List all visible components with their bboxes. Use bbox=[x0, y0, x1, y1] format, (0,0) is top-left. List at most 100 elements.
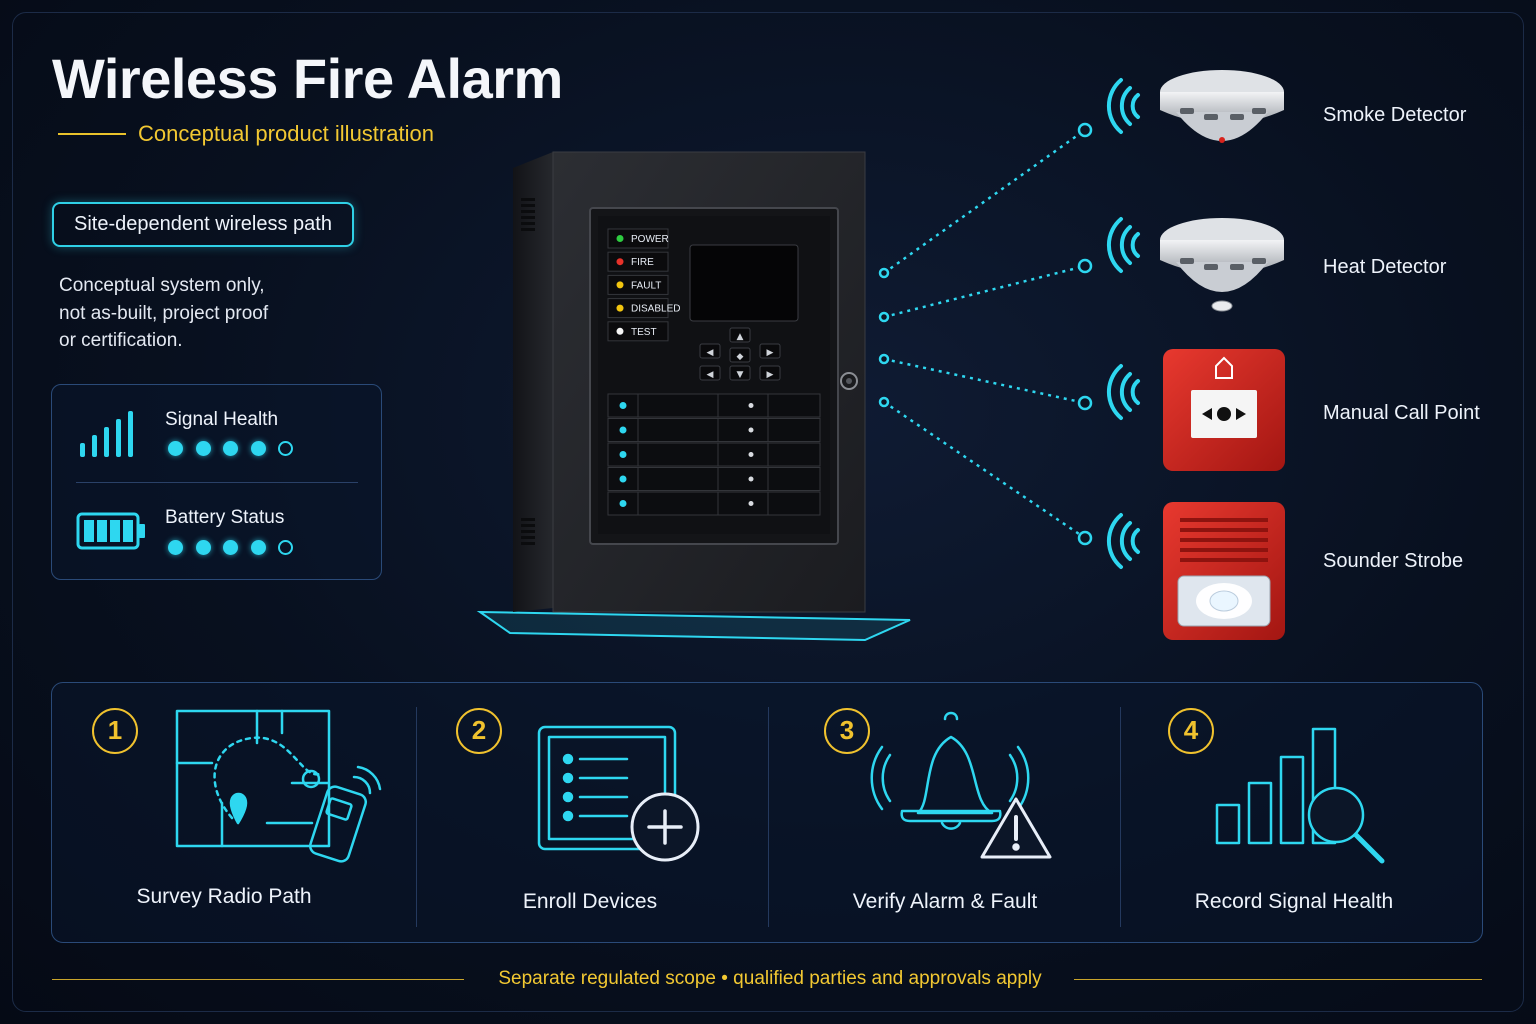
indicator-led bbox=[616, 304, 624, 312]
wireless-path-badge: Site-dependent wireless path bbox=[52, 202, 354, 247]
zone-led bbox=[619, 402, 627, 409]
step-number-1: 1 bbox=[92, 708, 138, 754]
footer-rule-right bbox=[1074, 979, 1482, 980]
zone-led bbox=[619, 426, 627, 434]
keypad-arrows: ▲◀◆▶ ◀▼▶ bbox=[707, 332, 774, 380]
site-map-radio-icon bbox=[175, 709, 382, 863]
svg-text:▶: ▶ bbox=[767, 370, 774, 380]
level-dot-filled bbox=[250, 441, 266, 456]
zone-cell bbox=[767, 467, 821, 491]
signal-bars-icon bbox=[80, 411, 133, 457]
level-dot-filled bbox=[223, 441, 238, 456]
disclaimer-line: or certification. bbox=[59, 330, 183, 351]
panel-glow-base bbox=[476, 610, 911, 642]
zone-led bbox=[619, 451, 627, 458]
indicator-label: FAULT bbox=[631, 280, 661, 291]
page-subtitle: Conceptual product illustration bbox=[138, 121, 434, 146]
level-dot-filled bbox=[168, 441, 183, 456]
step-number-4: 4 bbox=[1168, 708, 1214, 754]
keypad bbox=[699, 327, 781, 381]
step-label-survey: Survey Radio Path bbox=[136, 885, 312, 908]
zone-led bbox=[619, 500, 627, 507]
step-divider bbox=[1120, 707, 1121, 927]
smoke-detector-icon bbox=[1160, 70, 1284, 143]
device-list-add-icon bbox=[537, 725, 700, 862]
zone-cell bbox=[767, 442, 821, 467]
status-card: Signal Health Battery Status bbox=[51, 384, 382, 580]
level-dot-filled bbox=[168, 540, 183, 555]
footer-note: Separate regulated scope • qualified par… bbox=[498, 968, 1042, 989]
indicator-label: DISABLED bbox=[631, 304, 680, 315]
indicator-led bbox=[616, 281, 624, 289]
step-number-3: 3 bbox=[824, 708, 870, 754]
zone-button bbox=[748, 403, 754, 408]
indicator-box bbox=[607, 251, 669, 272]
zone-button bbox=[748, 452, 754, 457]
svg-text:▶: ▶ bbox=[767, 348, 774, 358]
indicator-led bbox=[616, 258, 624, 266]
level-dot-filled bbox=[195, 540, 211, 555]
indicator-led bbox=[616, 235, 624, 242]
signal-health-dots bbox=[168, 441, 293, 456]
zone-button bbox=[748, 476, 754, 482]
side-vents bbox=[521, 198, 535, 545]
indicator-box bbox=[607, 321, 669, 342]
panel-lcd bbox=[689, 244, 799, 322]
step-divider bbox=[416, 707, 417, 927]
signal-health-label: Signal Health bbox=[165, 409, 279, 430]
device-label-manual-call-point: Manual Call Point bbox=[1323, 402, 1480, 424]
indicator-label: TEST bbox=[631, 327, 657, 338]
step-divider bbox=[768, 707, 769, 927]
device-label-heat-detector: Heat Detector bbox=[1323, 256, 1447, 278]
level-dot-empty bbox=[278, 441, 293, 456]
steps-card: 1 2 3 4 bbox=[51, 682, 1483, 943]
svg-text:◀: ◀ bbox=[707, 348, 714, 358]
svg-text:▲: ▲ bbox=[737, 332, 744, 342]
battery-status-label: Battery Status bbox=[165, 507, 285, 528]
indicator-box bbox=[607, 274, 669, 295]
wireless-wave-icons bbox=[1106, 78, 1140, 569]
bell-warning-icon bbox=[870, 711, 1052, 859]
manual-call-point-icon bbox=[1163, 349, 1285, 471]
step-label-record: Record Signal Health bbox=[1194, 890, 1394, 913]
device-label-sounder-strobe: Sounder Strobe bbox=[1323, 550, 1464, 572]
subtitle-rule bbox=[58, 133, 126, 135]
zone-cell bbox=[767, 418, 821, 442]
indicator-box bbox=[607, 298, 669, 319]
indicator-box bbox=[607, 228, 669, 249]
level-dot-filled bbox=[223, 540, 238, 555]
level-dot-empty bbox=[278, 540, 293, 555]
disclaimer-line: Conceptual system only, bbox=[59, 275, 265, 296]
disclaimer-line: not as-built, project proof bbox=[59, 302, 269, 324]
zone-cell bbox=[767, 491, 821, 516]
sounder-strobe-icon bbox=[1163, 502, 1285, 640]
indicator-label: FIRE bbox=[631, 257, 654, 268]
footer-rule-left bbox=[52, 979, 464, 980]
disclaimer-text: Conceptual system only, not as-built, pr… bbox=[59, 272, 339, 355]
zone-button bbox=[748, 427, 754, 433]
heat-detector-icon bbox=[1160, 218, 1284, 312]
step-label-enroll: Enroll Devices bbox=[522, 890, 658, 913]
battery-icon bbox=[76, 512, 145, 550]
bar-chart-search-icon bbox=[1215, 727, 1385, 864]
device-label-smoke-detector: Smoke Detector bbox=[1323, 104, 1467, 126]
zone-cell bbox=[767, 393, 821, 418]
status-divider bbox=[76, 482, 358, 483]
zone-rows bbox=[607, 393, 821, 516]
zone-led bbox=[619, 475, 627, 483]
svg-text:◆: ◆ bbox=[737, 352, 744, 362]
svg-text:▼: ▼ bbox=[737, 370, 744, 380]
zone-button bbox=[748, 501, 754, 506]
level-dot-filled bbox=[195, 441, 211, 456]
step-number-2: 2 bbox=[456, 708, 502, 754]
panel-side bbox=[513, 152, 553, 612]
page-title: Wireless Fire Alarm bbox=[52, 47, 563, 110]
indicator-led bbox=[616, 327, 624, 335]
step-label-verify: Verify Alarm & Fault bbox=[852, 890, 1038, 913]
level-dot-filled bbox=[250, 540, 266, 555]
page-frame bbox=[12, 12, 1524, 1012]
